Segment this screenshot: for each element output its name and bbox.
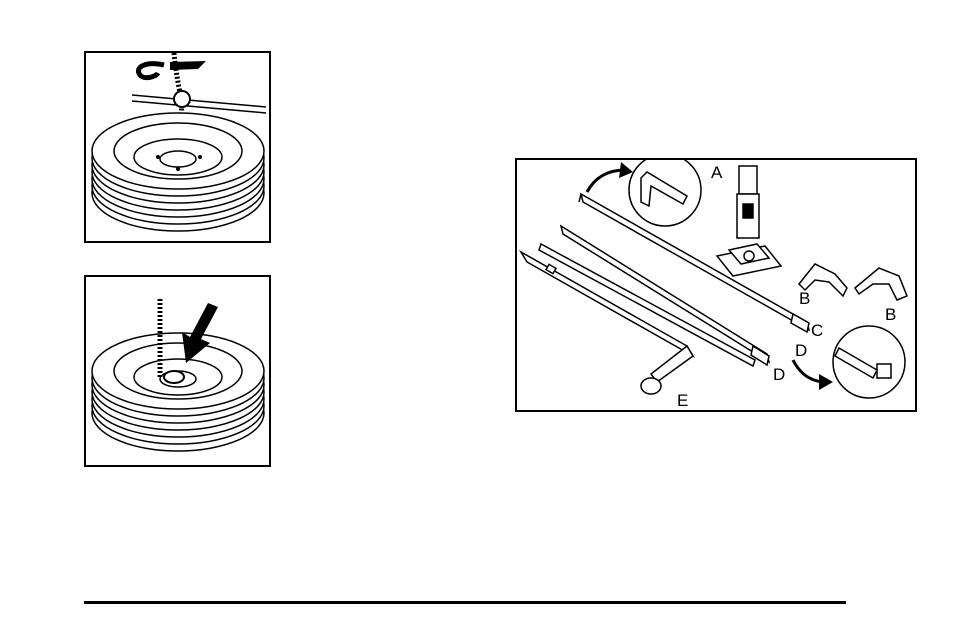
callout-b-1: B: [799, 289, 810, 308]
wheel-block-b2-icon: [855, 268, 907, 300]
tire-stack-icon: [92, 113, 264, 231]
curved-arrow-bottom-icon: [793, 360, 823, 382]
callout-c: C: [811, 321, 823, 340]
callout-b-2: B: [885, 305, 896, 324]
figure-jack-and-tools: A B B C D D E: [515, 158, 917, 412]
callout-d-2: D: [773, 365, 785, 384]
callout-a: A: [711, 163, 723, 182]
figure-tire-retainer: [84, 275, 271, 467]
curved-arrow-top-icon: [587, 170, 625, 192]
wheel-wrench-e-icon: [521, 252, 693, 394]
retainer-icon: [164, 371, 184, 383]
callout-e: E: [677, 391, 688, 410]
jack-a-icon: [717, 166, 781, 276]
footer-rule: [84, 601, 846, 604]
detail-circle-bottom-icon: [833, 326, 905, 398]
rotate-arrow-icon: [138, 64, 164, 78]
jack-tools-illustration: A B B C D D E: [517, 160, 915, 410]
winch-hub-icon: [174, 91, 190, 107]
tire-lowering-illustration: [86, 53, 269, 241]
tire-retainer-illustration: [86, 277, 269, 465]
tire-stack-icon: [92, 333, 264, 451]
figure-spare-tire-lowering: [84, 51, 271, 243]
callout-d-1: D: [795, 341, 807, 360]
